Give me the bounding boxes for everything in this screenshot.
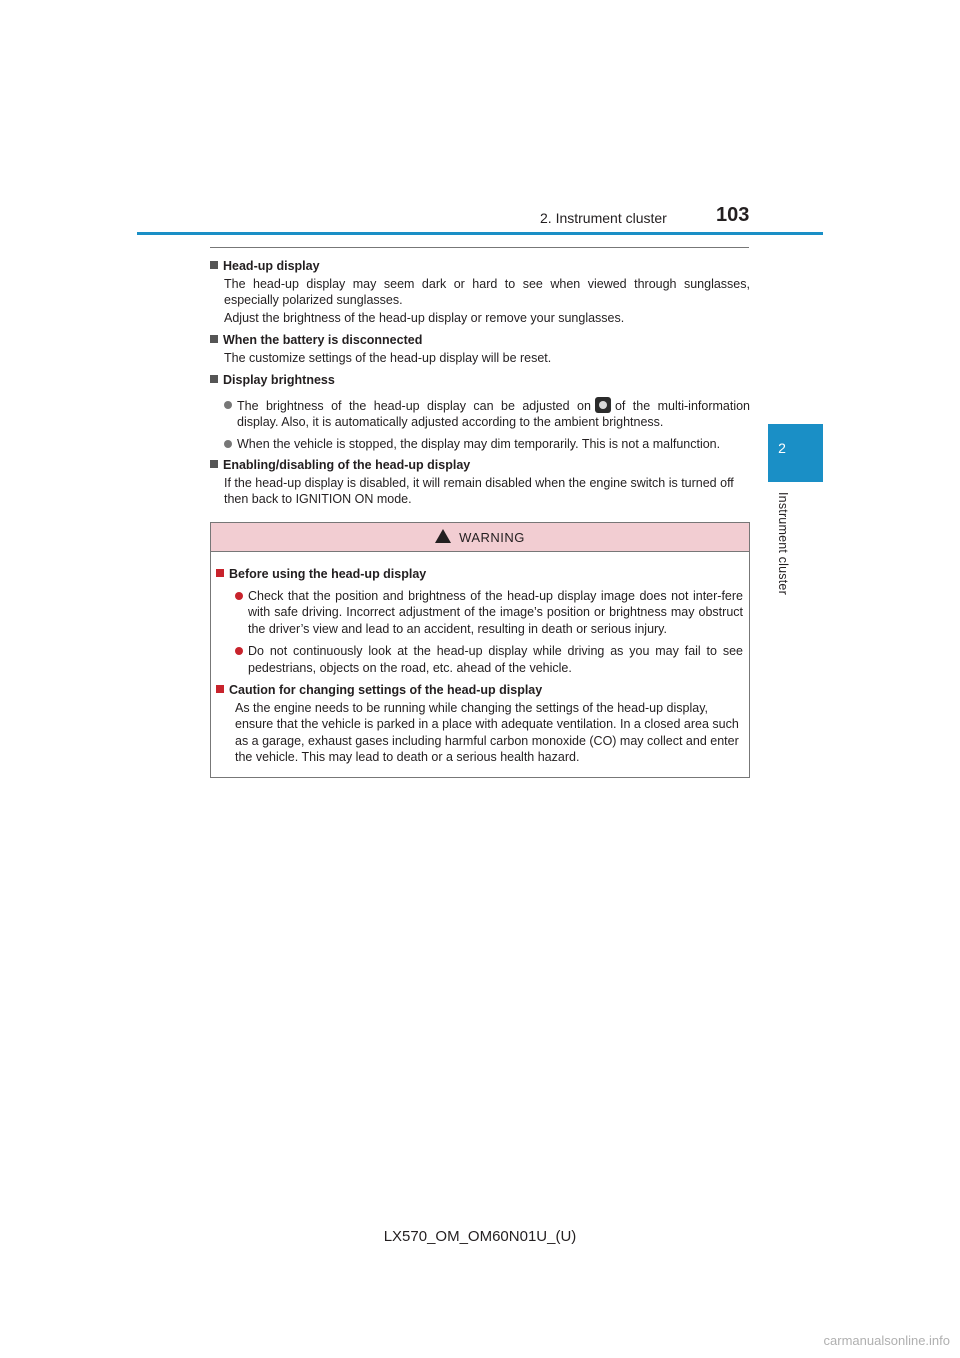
header-rule: [137, 232, 823, 235]
square-bullet-icon: [216, 569, 224, 577]
square-bullet-icon: [210, 375, 218, 383]
round-bullet-icon: [224, 400, 232, 409]
square-bullet-icon: [210, 335, 218, 343]
chapter-tab-label: Instrument cluster: [776, 492, 790, 595]
content: Head-up display The head-up display may …: [210, 258, 750, 508]
paragraph: Adjust the brightness of the head-up dis…: [224, 310, 625, 325]
warning-heading: Before using the head-up display: [216, 566, 743, 583]
section-heading: Enabling/disabling of the head-up displa…: [210, 457, 750, 474]
section-heading: Head-up display: [210, 258, 750, 275]
paragraph: The customize settings of the head-up di…: [224, 350, 552, 365]
page-number: 103: [716, 204, 750, 226]
chapter-tab: 2: [768, 424, 823, 482]
watermark: carmanualsonline.info: [823, 1333, 950, 1348]
square-bullet-icon: [210, 460, 218, 468]
round-bullet-icon: [235, 647, 243, 655]
warning-body: Before using the head-up display Check t…: [211, 552, 749, 766]
section-heading: Display brightness: [210, 372, 750, 389]
list-item: Do not continuously look at the head-up …: [235, 643, 743, 676]
warning-heading: Caution for changing settings of the hea…: [216, 682, 743, 699]
chapter-tab-number: 2: [778, 440, 786, 456]
warning-label: WARNING: [459, 529, 525, 545]
warning-header: WARNING: [211, 523, 749, 552]
bullet-list: The brightness of the head-up display ca…: [224, 396, 750, 453]
gear-settings-icon: [594, 396, 611, 413]
section-title: 2. Instrument cluster: [540, 210, 667, 226]
round-bullet-icon: [235, 591, 243, 600]
list-item: When the vehicle is stopped, the display…: [224, 436, 750, 453]
warning-triangle-icon: [435, 529, 452, 543]
paragraph: The head-up display may seem dark or har…: [224, 276, 750, 308]
bullet-list: Check that the position and brightness o…: [235, 588, 743, 677]
footer-code: LX570_OM_OM60N01U_(U): [383, 1228, 577, 1245]
list-item: Check that the position and brightness o…: [235, 588, 743, 638]
section-heading: When the battery is disconnected: [210, 332, 750, 349]
square-bullet-icon: [210, 261, 218, 269]
list-item: The brightness of the head-up display ca…: [224, 396, 750, 431]
square-bullet-icon: [216, 685, 224, 693]
paragraph: If the head-up display is disabled, it w…: [224, 475, 734, 507]
content-rule: [210, 247, 749, 248]
paragraph: As the engine needs to be running while …: [235, 700, 739, 765]
round-bullet-icon: [224, 439, 232, 448]
warning-box: WARNING Before using the head-up display…: [210, 522, 750, 778]
